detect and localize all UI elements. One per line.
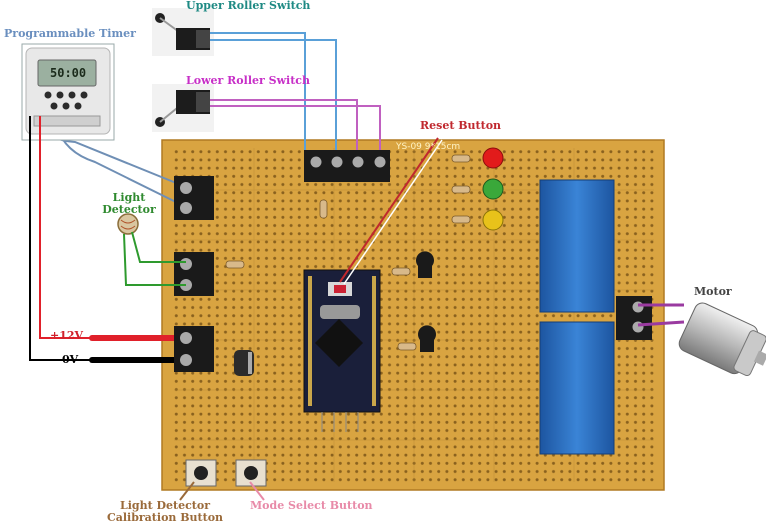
board-marking-text: YS-09 9*15cm xyxy=(396,142,461,152)
calibration-push-button xyxy=(185,459,217,487)
calibration-button-label-line1: Light Detector xyxy=(119,499,211,512)
resistors xyxy=(225,154,471,351)
lower-switch-wire-2 xyxy=(210,105,381,158)
programmable-timer xyxy=(21,43,115,141)
upper-switch-wire-1 xyxy=(210,32,306,158)
light-detector-label-line2: Detector xyxy=(102,203,156,216)
upper-switch-wire-2 xyxy=(210,39,337,158)
light-detector-label: Light Detector xyxy=(100,192,158,216)
transistor-2 xyxy=(418,325,436,352)
microcontroller-board xyxy=(303,269,381,432)
motor-terminal-block xyxy=(616,296,652,340)
relay-top xyxy=(539,179,615,313)
ldr-wire-1 xyxy=(131,231,186,263)
switch-terminal-block xyxy=(304,150,390,182)
power-terminal-block xyxy=(174,326,214,372)
capacitor xyxy=(234,350,254,376)
red-led xyxy=(482,147,504,169)
timer-display-text: 50:00 xyxy=(50,66,87,80)
motor-wire-2 xyxy=(637,320,685,327)
green-led xyxy=(482,178,504,200)
mode-select-button-label: Mode Select Button xyxy=(250,499,373,512)
upper-roller-switch xyxy=(152,8,214,56)
lower-roller-switch xyxy=(152,84,214,132)
zero-v-label: 0V xyxy=(62,353,79,366)
calibration-button-label: Light Detector Calibration Button xyxy=(106,500,224,524)
lower-switch-wire-1 xyxy=(210,99,358,158)
reset-pointer xyxy=(339,137,439,283)
yellow-led xyxy=(482,209,504,231)
relay-bottom xyxy=(539,321,615,455)
programmable-timer-label: Programmable Timer xyxy=(4,27,136,40)
calibration-button-label-line2: Calibration Button xyxy=(106,511,224,524)
motor xyxy=(678,302,766,377)
transistor-1 xyxy=(416,251,434,278)
ldr-wire-2 xyxy=(123,233,186,286)
timer-terminal-block xyxy=(174,176,214,220)
ldr-terminal-block xyxy=(174,252,214,296)
light-detector-label-line1: Light xyxy=(112,191,146,204)
lower-roller-switch-label: Lower Roller Switch xyxy=(186,74,310,87)
upper-roller-switch-label: Upper Roller Switch xyxy=(186,0,311,12)
mode-pointer xyxy=(249,481,265,501)
reset-button-label: Reset Button xyxy=(420,119,502,132)
calibration-pointer xyxy=(179,481,195,501)
light-detector-sensor xyxy=(117,213,139,235)
motor-label: Motor xyxy=(694,285,732,298)
plus-12v-label: +12V xyxy=(50,329,84,342)
